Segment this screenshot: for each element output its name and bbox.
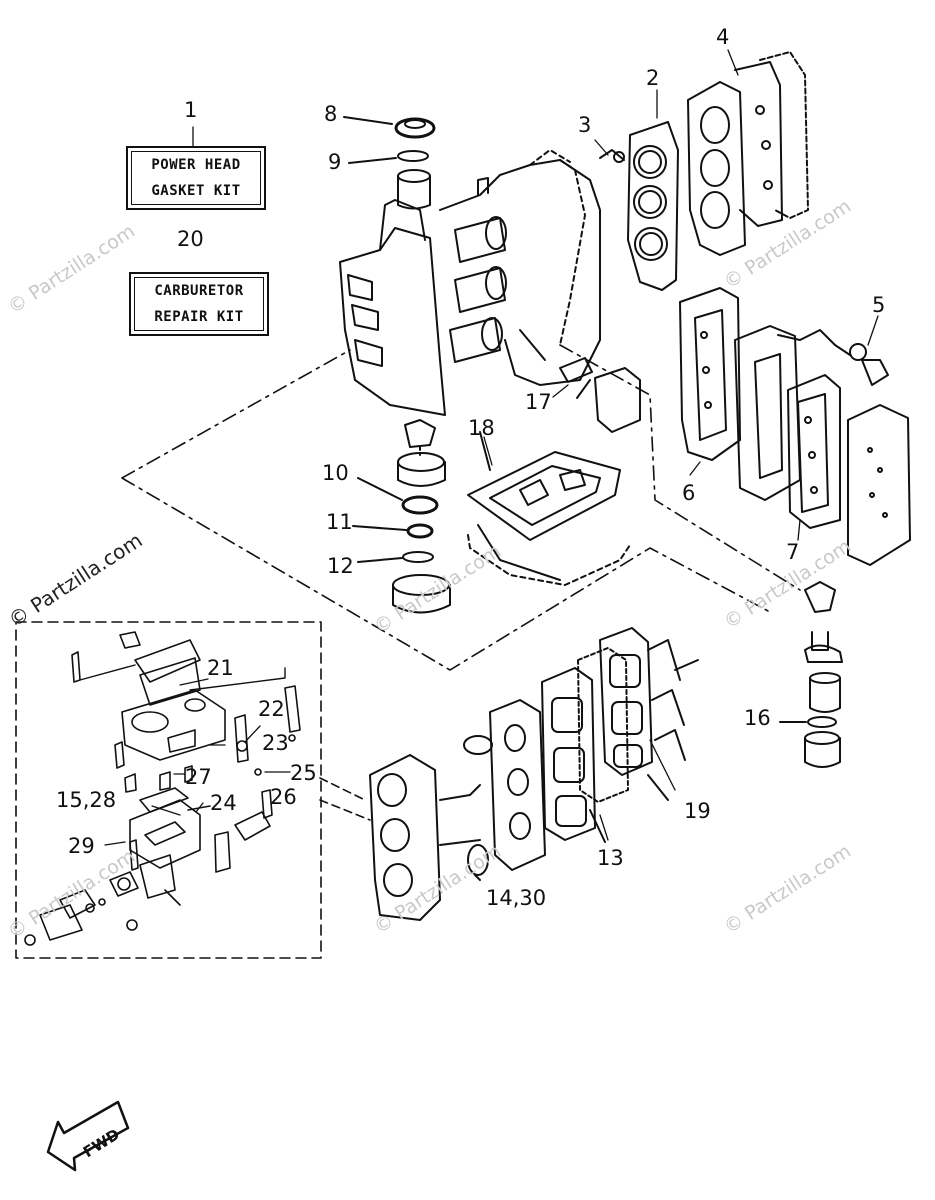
carburetor-kit-line2: REPAIR KIT xyxy=(154,309,244,325)
head-gasket xyxy=(599,121,679,291)
callout-9[interactable]: 9 xyxy=(328,150,342,174)
callout-7[interactable]: 7 xyxy=(786,540,800,564)
power-head-kit-line2: GASKET KIT xyxy=(151,183,241,199)
base-gasket xyxy=(467,431,631,586)
power-head-kit-line1: POWER HEAD xyxy=(151,157,241,173)
callout-3[interactable]: 3 xyxy=(578,113,592,137)
callout-27[interactable]: 27 xyxy=(185,765,212,789)
callout-2[interactable]: 2 xyxy=(646,66,660,90)
top-seal-parts xyxy=(343,116,436,210)
callout-21[interactable]: 21 xyxy=(207,656,234,680)
lower-crank-parts xyxy=(352,419,451,614)
callout-29[interactable]: 29 xyxy=(68,834,95,858)
leader-lines xyxy=(104,49,879,846)
callout-25[interactable]: 25 xyxy=(290,761,317,785)
callout-16[interactable]: 16 xyxy=(744,706,771,730)
cylinder-head xyxy=(687,51,809,256)
carburetor-kit-box: CARBURETOR REPAIR KIT xyxy=(129,272,269,336)
callout-18[interactable]: 18 xyxy=(468,416,495,440)
callout-26[interactable]: 26 xyxy=(270,785,297,809)
assembly-outline xyxy=(121,344,801,671)
callout-13[interactable]: 13 xyxy=(597,846,624,870)
exhaust-covers xyxy=(679,287,911,566)
callout-4[interactable]: 4 xyxy=(716,25,730,49)
exhaust-relief xyxy=(559,357,641,433)
callout-5[interactable]: 5 xyxy=(872,293,886,317)
power-head-kit-box: POWER HEAD GASKET KIT xyxy=(126,146,266,210)
callout-15-28[interactable]: 15,28 xyxy=(56,788,117,812)
callout-24[interactable]: 24 xyxy=(210,791,237,815)
callout-8[interactable]: 8 xyxy=(324,102,338,126)
callout-23[interactable]: 23 xyxy=(262,731,289,755)
callout-22[interactable]: 22 xyxy=(258,697,285,721)
thermostat-parts xyxy=(779,581,843,768)
callout-10[interactable]: 10 xyxy=(322,461,349,485)
carburetor-inset-frame xyxy=(15,621,322,959)
callout-11[interactable]: 11 xyxy=(326,510,353,534)
cylinder-block xyxy=(339,149,601,416)
callout-19[interactable]: 19 xyxy=(684,799,711,823)
callout-14-30[interactable]: 14,30 xyxy=(486,886,547,910)
carburetor-parts xyxy=(24,631,301,946)
carburetor-kit-line1: CARBURETOR xyxy=(154,283,244,299)
callout-12[interactable]: 12 xyxy=(327,554,354,578)
callout-6[interactable]: 6 xyxy=(682,481,696,505)
fwd-arrow-shape xyxy=(46,1100,130,1172)
callout-20[interactable]: 20 xyxy=(177,227,204,251)
callout-17[interactable]: 17 xyxy=(525,390,552,414)
callout-1[interactable]: 1 xyxy=(184,98,198,122)
intake-gaskets xyxy=(369,627,699,921)
